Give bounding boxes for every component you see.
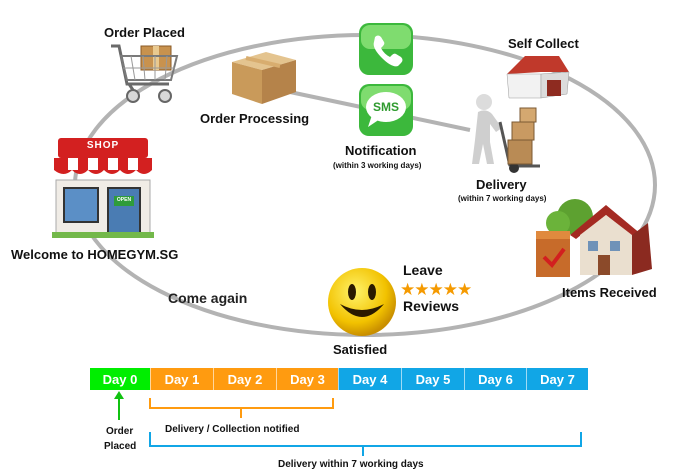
shop-storefront-icon: SHOP OPEN xyxy=(48,136,158,241)
day-0: Day 0 xyxy=(90,368,150,390)
warehouse-icon xyxy=(505,52,570,100)
order-placed-line2: Placed xyxy=(104,441,137,452)
home-with-package-icon xyxy=(530,195,660,287)
day-2: Day 2 xyxy=(213,368,276,390)
reviews-label: Reviews xyxy=(403,298,460,314)
sms-text: SMS xyxy=(372,100,399,114)
day-5: Day 5 xyxy=(401,368,464,390)
shop-sign-text: SHOP xyxy=(86,140,120,151)
star-icon: ★ xyxy=(428,280,444,299)
day-7: Day 7 xyxy=(526,368,588,390)
self-collect-label: Self Collect xyxy=(508,36,579,51)
welcome-label: Welcome to HOMEGYM.SG xyxy=(11,247,179,262)
order-processing-label: Order Processing xyxy=(200,111,310,126)
notification-note: (within 3 working days) xyxy=(333,161,422,170)
leave-label: Leave xyxy=(403,262,443,278)
star-icon: ★ xyxy=(442,280,458,299)
sms-icon: SMS xyxy=(358,83,414,137)
collection-notified-label: Delivery / Collection notified xyxy=(165,424,300,435)
satisfied-label: Satisfied xyxy=(333,342,388,357)
delivery-person-icon xyxy=(470,92,550,174)
phone-icon xyxy=(358,22,414,76)
shop-open-text: OPEN xyxy=(116,197,132,203)
delivery-note: (within 7 working days) xyxy=(458,194,547,203)
order-placed-line1: Order xyxy=(106,426,134,437)
day-4: Day 4 xyxy=(338,368,401,390)
order-placed-label: Order Placed xyxy=(104,25,185,40)
notification-label: Notification xyxy=(345,143,417,158)
delivery-label: Delivery xyxy=(476,177,527,192)
star-icon: ★ xyxy=(400,280,415,299)
smiley-face-icon xyxy=(326,266,398,338)
day-6: Day 6 xyxy=(464,368,526,390)
items-received-label: Items Received xyxy=(562,285,657,300)
day-1: Day 1 xyxy=(150,368,213,390)
shopping-cart-icon xyxy=(105,40,185,115)
package-box-icon xyxy=(228,48,300,106)
five-star-rating: ★★★★★ xyxy=(400,280,472,300)
day-3: Day 3 xyxy=(276,368,338,390)
come-again-label: Come again xyxy=(168,290,248,306)
delivery-within-label: Delivery within 7 working days xyxy=(278,459,424,470)
star-icon: ★ xyxy=(457,280,472,299)
star-icon: ★ xyxy=(414,280,429,299)
